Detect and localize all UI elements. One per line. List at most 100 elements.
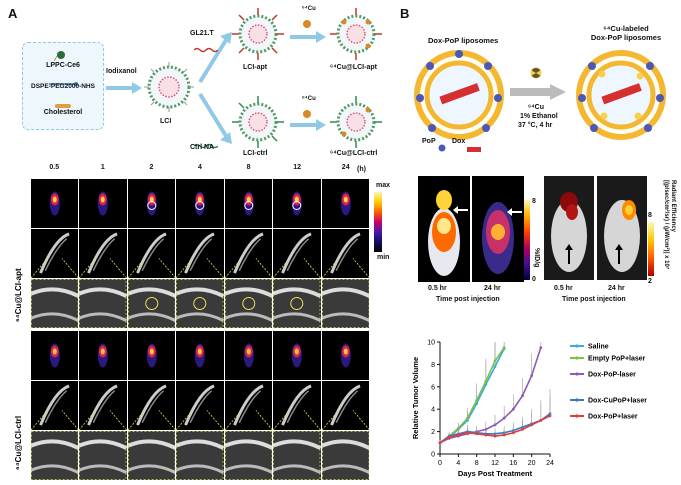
liposome-icon bbox=[410, 46, 508, 149]
zoom-ct-cell bbox=[224, 278, 273, 328]
y-tick-label: 4 bbox=[431, 407, 435, 414]
lppc-ce6-icon bbox=[53, 49, 68, 62]
arrow-to-apt bbox=[196, 28, 236, 93]
y-tick-label: 8 bbox=[431, 362, 435, 369]
timepoint-label: 8 bbox=[246, 164, 251, 171]
data-point bbox=[447, 435, 451, 439]
fl-time-post: Time post injection bbox=[562, 296, 626, 303]
ct-scan-cell bbox=[30, 380, 79, 430]
y-tick-label: 2 bbox=[431, 429, 435, 436]
pet-scan-cell bbox=[127, 330, 176, 380]
dspe-icon bbox=[47, 74, 79, 86]
data-point bbox=[456, 426, 460, 430]
zoom-ct-cell bbox=[176, 430, 224, 480]
x-tick-label: 4 bbox=[456, 460, 460, 467]
y-tick-label: 10 bbox=[427, 340, 435, 347]
zoom-ct-cell bbox=[30, 278, 79, 328]
pet-scan-cell bbox=[224, 330, 273, 380]
zoom-ct-cell bbox=[176, 278, 224, 328]
pet-scan-cell bbox=[127, 178, 176, 228]
legend-marker bbox=[575, 372, 579, 376]
cu64-top-label: ⁶⁴Cu bbox=[302, 6, 316, 12]
zoom-ct-cell bbox=[30, 430, 79, 480]
cu64-bottom-icon bbox=[302, 106, 312, 124]
ct-scan-cell bbox=[30, 228, 79, 278]
timepoint-label: 0.5 bbox=[49, 164, 60, 171]
pop-legend-label: PoP bbox=[422, 138, 436, 145]
legend-marker bbox=[575, 414, 579, 418]
cholesterol-icon bbox=[53, 97, 73, 108]
zoom-ct-cell bbox=[79, 430, 127, 480]
data-point bbox=[484, 379, 488, 383]
legend-marker bbox=[575, 356, 579, 360]
zoom-ct-cell bbox=[224, 430, 273, 480]
cu-lci-apt-particle-icon bbox=[330, 8, 382, 65]
colorbar-max: max bbox=[376, 182, 391, 189]
ct-scan-cell bbox=[79, 228, 127, 278]
pet-scan-cell bbox=[321, 178, 370, 228]
x-tick-label: 24 bbox=[546, 460, 554, 467]
panel-a-letter: A bbox=[8, 6, 18, 21]
arrow-apt-to-cu bbox=[288, 30, 328, 49]
x-tick-label: 16 bbox=[509, 460, 517, 467]
ct-scan-cell bbox=[127, 380, 176, 430]
ct-scan-cell bbox=[79, 380, 127, 430]
lci-ctrl-particle-icon bbox=[232, 96, 284, 153]
lci-apt-particle-icon bbox=[232, 8, 284, 65]
timepoint-label: 1 bbox=[100, 164, 105, 171]
condition-temp: 37 °C, 4 hr bbox=[518, 122, 553, 129]
row-label-ctrl: ⁶⁴Cu@LCI-ctrl bbox=[14, 415, 23, 470]
cu64-bottom-label: ⁶⁴Cu bbox=[302, 96, 316, 102]
data-point bbox=[475, 398, 479, 402]
arrow-to-ctrl bbox=[196, 90, 236, 155]
data-point bbox=[539, 346, 543, 349]
ct-scan-cell bbox=[321, 228, 370, 278]
legend-marker bbox=[575, 344, 579, 348]
legend-label: Dox-PoP+laser bbox=[588, 414, 638, 421]
arrow-to-lci bbox=[104, 80, 144, 101]
fl-image-24hr bbox=[597, 176, 647, 280]
x-tick-label: 8 bbox=[475, 460, 479, 467]
condition-ethanol: 1% Ethanol bbox=[520, 113, 558, 120]
pet-time-0: 0.5 hr bbox=[428, 285, 447, 292]
pet-time-post: Time post injection bbox=[436, 296, 500, 303]
pet-image-0.5hr bbox=[418, 176, 470, 282]
lci-label: LCI bbox=[160, 118, 172, 125]
pet-scan-cell bbox=[273, 330, 321, 380]
data-point bbox=[511, 431, 515, 435]
data-point bbox=[475, 432, 479, 436]
data-point bbox=[502, 433, 506, 437]
pet-scan-cell bbox=[321, 330, 370, 380]
data-point bbox=[466, 416, 469, 420]
data-point bbox=[530, 423, 534, 427]
ct-scan-cell bbox=[321, 380, 370, 430]
data-point bbox=[484, 433, 488, 437]
legend-label: Dox-PoP-laser bbox=[588, 372, 636, 379]
zoom-ct-cell bbox=[127, 430, 176, 480]
fl-time-1: 24 hr bbox=[608, 285, 625, 292]
colorbar-a bbox=[374, 192, 382, 252]
pet-scan-cell bbox=[79, 178, 127, 228]
imaging-grid bbox=[30, 178, 370, 480]
zoom-ct-cell bbox=[321, 430, 370, 480]
material-1: LPPC-Ce6 bbox=[46, 62, 80, 69]
ctrl-na-label: Ctrl NA bbox=[190, 144, 215, 151]
colorbar-min: min bbox=[377, 254, 390, 261]
fl-colorbar-max: 8 bbox=[648, 212, 652, 219]
legend-label: Empty PoP+laser bbox=[588, 356, 646, 363]
aptamer-icon bbox=[193, 40, 219, 58]
ct-scan-cell bbox=[273, 228, 321, 278]
data-point bbox=[493, 434, 497, 438]
pet-scan-cell bbox=[273, 178, 321, 228]
dox-lipo-label: Dox-PoP liposomes bbox=[428, 36, 499, 45]
timepoint-label: 4 bbox=[198, 164, 202, 171]
cu-lci-ctrl-label: ⁶⁴Cu@LCI-ctrl bbox=[330, 150, 378, 157]
data-point bbox=[466, 431, 469, 435]
row-label-apt: ⁶⁴Cu@LCI-apt bbox=[14, 268, 23, 322]
pet-colorbar-min: 0 bbox=[532, 276, 536, 283]
cu-labeled-label: ⁶⁴Cu-labeled Dox-PoP liposomes bbox=[590, 24, 662, 42]
pet-colorbar bbox=[524, 200, 530, 280]
y-tick-label: 6 bbox=[431, 384, 435, 391]
ct-scan-cell bbox=[224, 380, 273, 430]
timepoint-label: 12 bbox=[293, 164, 302, 171]
